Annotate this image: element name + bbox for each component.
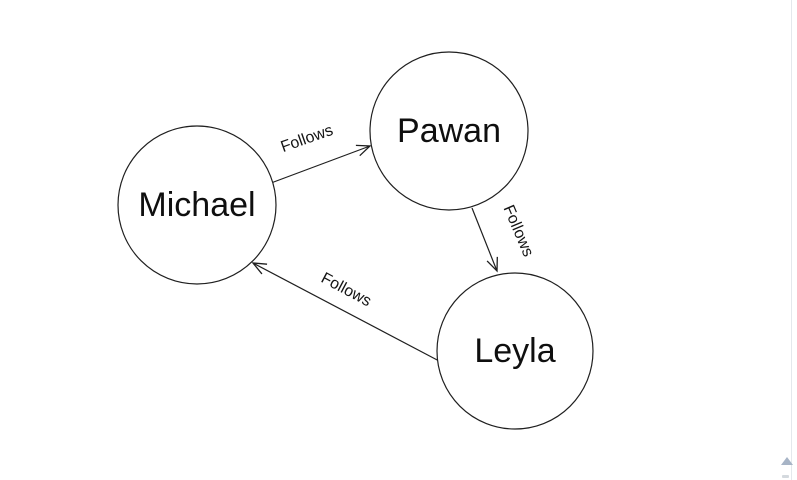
edge-label: Follows bbox=[500, 203, 537, 260]
edge-line[interactable] bbox=[251, 262, 442, 363]
node-label: Michael bbox=[138, 186, 255, 224]
node-circle[interactable] bbox=[436, 272, 594, 430]
node-leyla[interactable]: Leyla bbox=[436, 272, 594, 430]
scroll-up-icon[interactable] bbox=[781, 457, 793, 465]
node-circle[interactable] bbox=[117, 125, 277, 285]
node-pawan[interactable]: Pawan bbox=[369, 51, 529, 211]
scrollbar-track-line bbox=[791, 0, 792, 480]
edge-line[interactable] bbox=[262, 144, 372, 187]
node-circle[interactable] bbox=[369, 51, 529, 211]
edge-michael-pawan[interactable]: Follows bbox=[262, 122, 372, 187]
edge-line[interactable] bbox=[471, 207, 498, 273]
node-michael[interactable]: Michael bbox=[117, 125, 277, 285]
scrollbar-thumb[interactable] bbox=[782, 475, 789, 478]
edge-label: Follows bbox=[318, 270, 374, 310]
node-label: Pawan bbox=[397, 112, 501, 150]
edge-leyla-michael[interactable]: Follows bbox=[251, 262, 442, 363]
node-label: Leyla bbox=[474, 332, 555, 370]
edge-label: Follows bbox=[279, 122, 336, 156]
edge-pawan-leyla[interactable]: Follows bbox=[471, 203, 537, 273]
